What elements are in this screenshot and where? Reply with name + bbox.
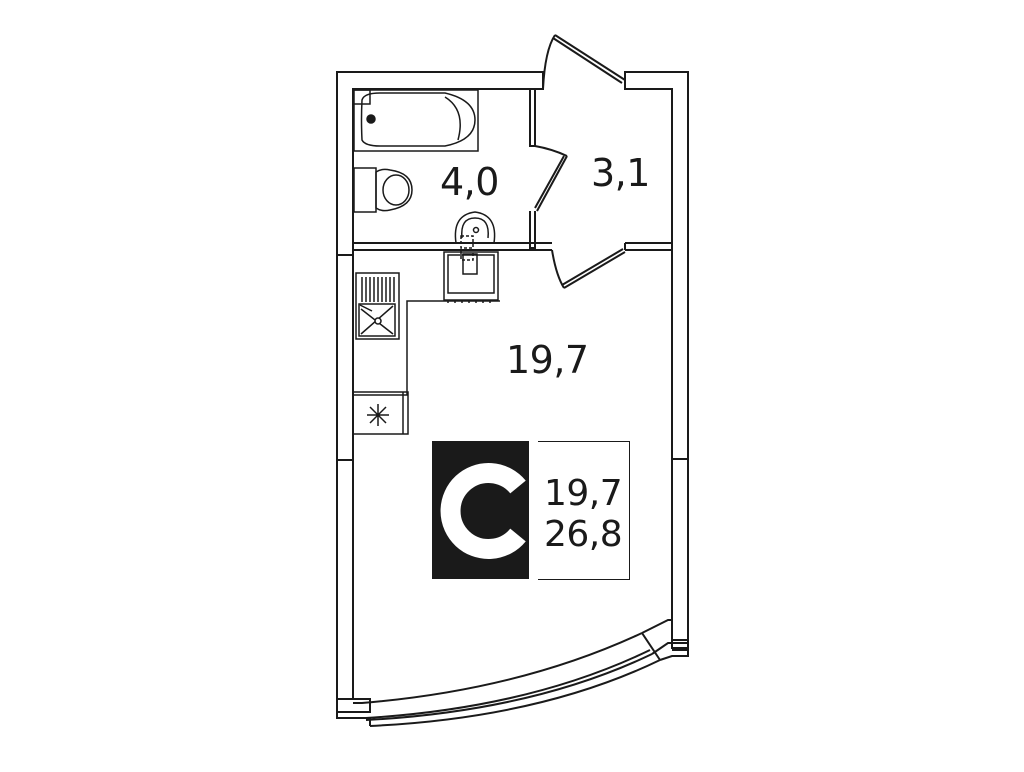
exterior-walls [336, 71, 689, 727]
room-area-hallway: 3,1 [591, 151, 650, 195]
stove [367, 404, 389, 426]
room-area-bathroom: 4,0 [440, 160, 499, 204]
interior-walls [353, 89, 672, 251]
room-area-living-room: 19,7 [506, 338, 589, 382]
living-door [551, 248, 626, 289]
kitchen-counter [352, 300, 500, 435]
letter-c-icon [440, 463, 526, 559]
bathtub [353, 89, 479, 152]
washing-machine [443, 249, 499, 303]
entry-door [542, 34, 626, 90]
toilet [353, 167, 413, 213]
area-summary-box [538, 441, 630, 580]
bathroom-door [534, 145, 568, 212]
kitchen-sink [355, 272, 400, 340]
living-area-value: 19,7 [544, 473, 623, 514]
total-area-value: 26,8 [544, 514, 623, 555]
washbasin [454, 211, 496, 249]
apartment-type-badge: 19,7 26,8 [432, 441, 630, 580]
studio-letter-mark [432, 441, 529, 579]
